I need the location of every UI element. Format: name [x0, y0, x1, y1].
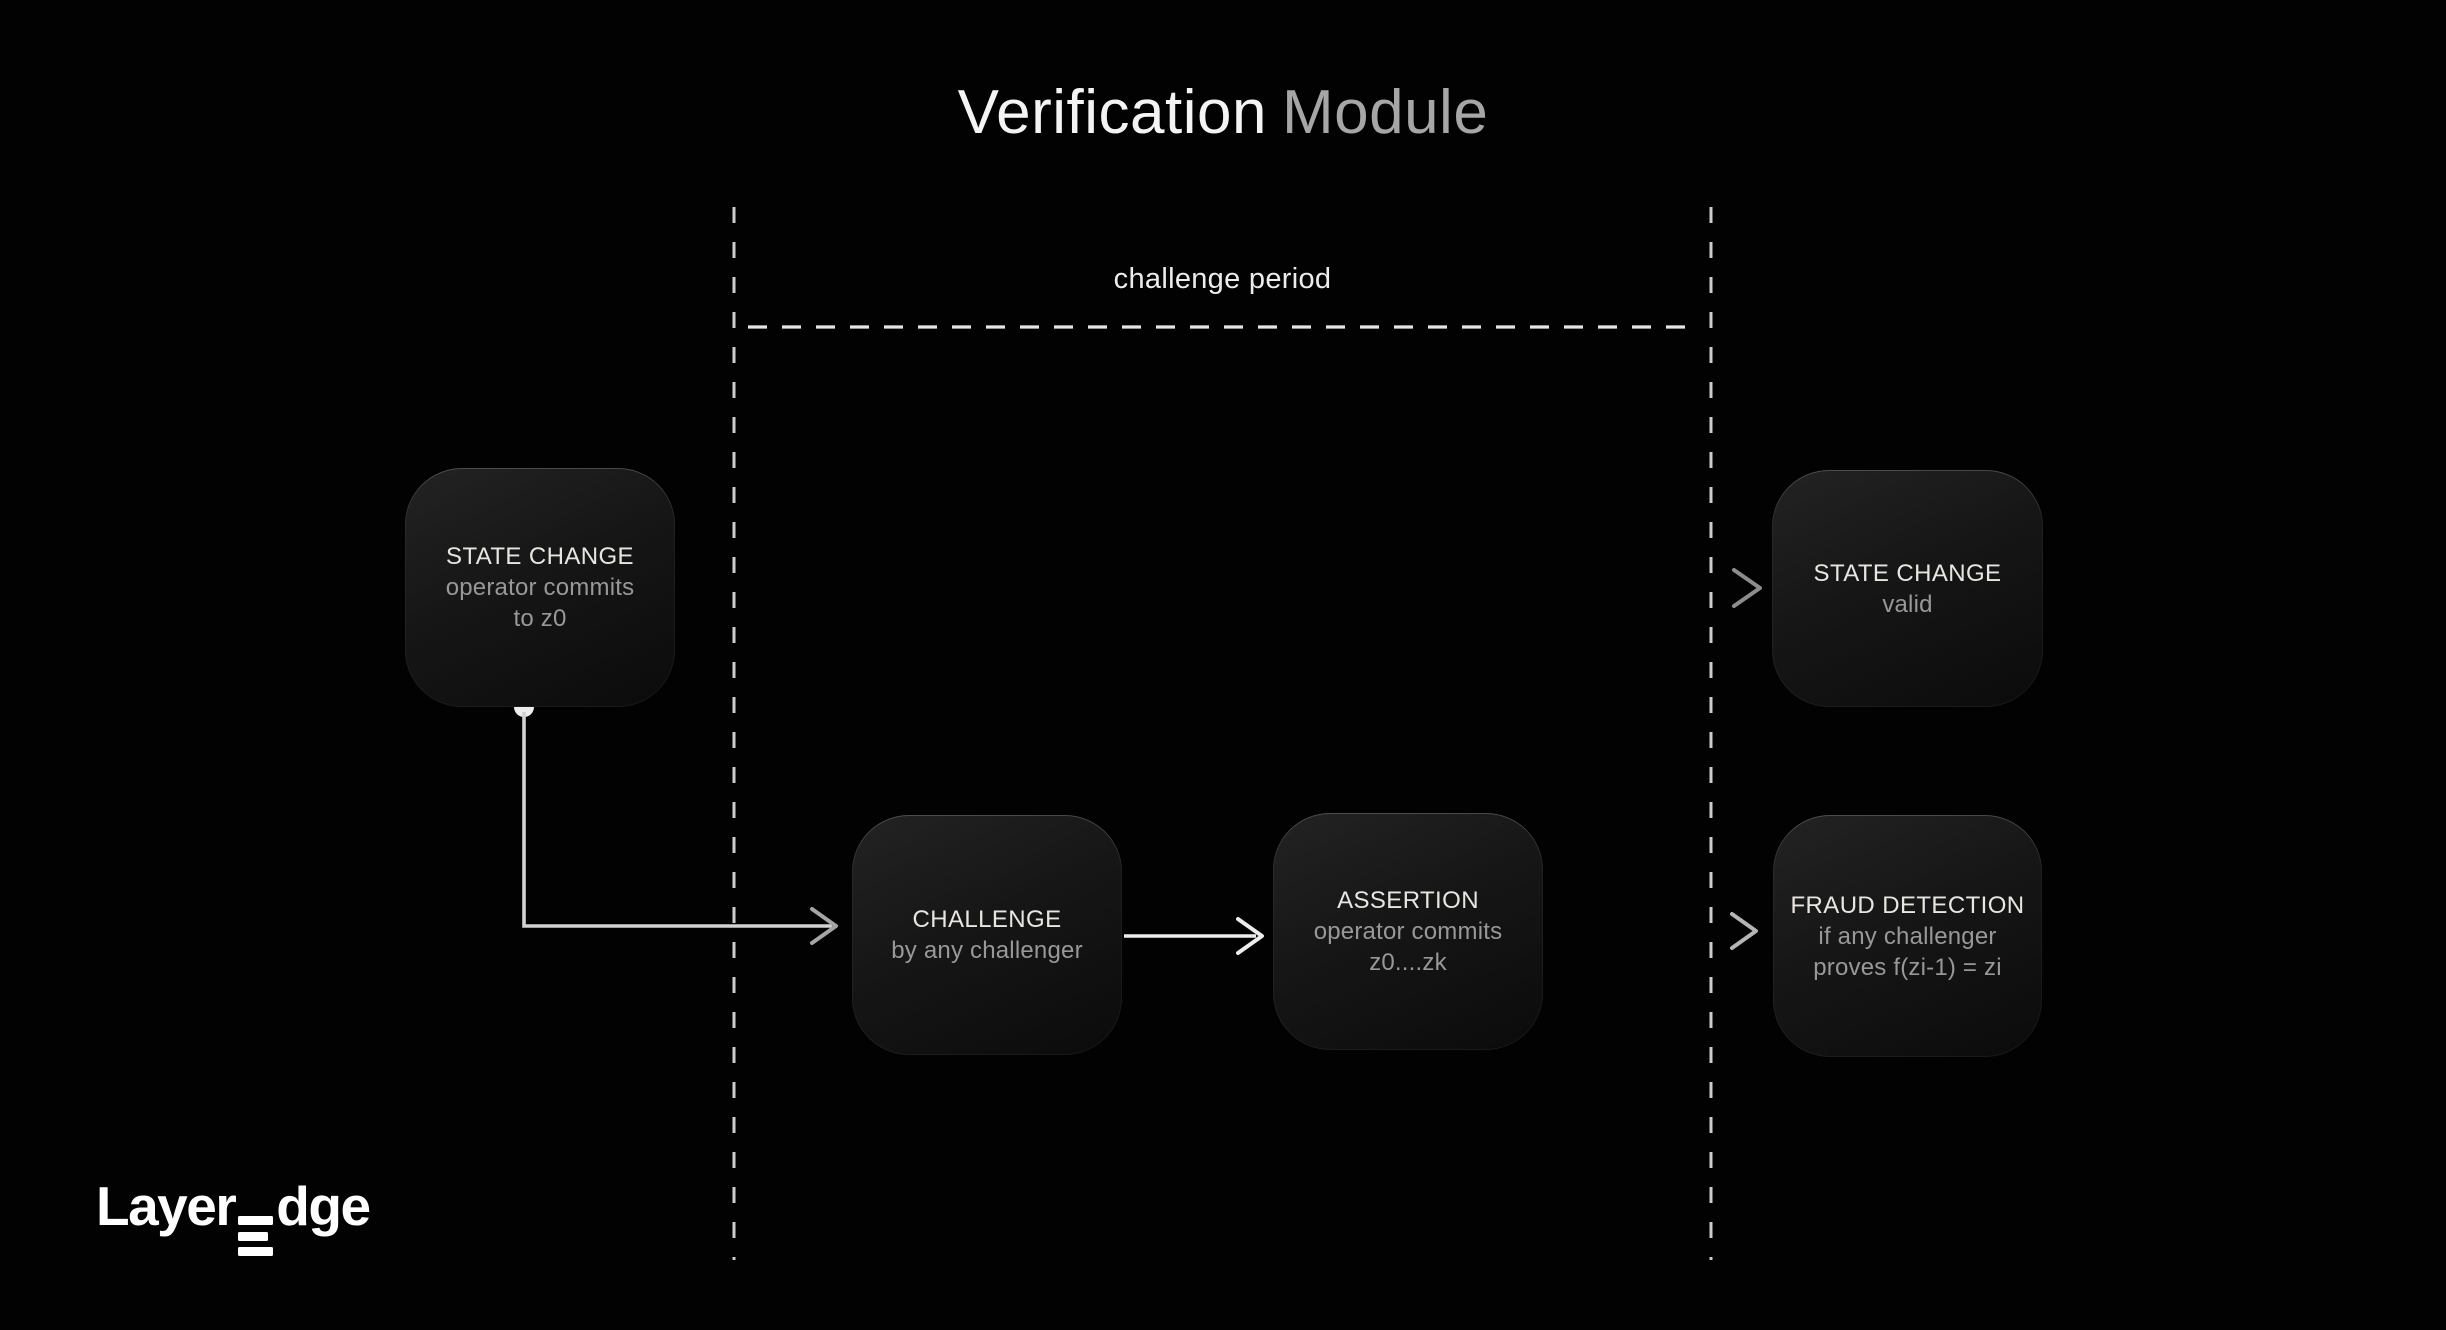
- node-subtitle: by any challenger: [891, 937, 1083, 964]
- node-title: STATE CHANGE: [1813, 559, 2002, 587]
- layeredge-logo: Layer dge: [96, 1175, 371, 1256]
- node-state-change-commit: STATE CHANGE operator commits to z0: [405, 468, 675, 707]
- logo-text-prefix: Layer: [96, 1175, 237, 1237]
- page-title-primary: Verification: [957, 78, 1267, 147]
- node-title: FRAUD DETECTION: [1790, 891, 2025, 919]
- node-subtitle: proves f(zi-1) = zi: [1813, 953, 2002, 981]
- node-subtitle: valid: [1882, 590, 1933, 618]
- node-state-change-valid: STATE CHANGE valid: [1772, 470, 2043, 707]
- node-subtitle: operator commits: [445, 574, 635, 601]
- arrow-state-to-valid: [670, 568, 1762, 608]
- connector-state-to-challenge: [514, 697, 838, 945]
- node-challenge: CHALLENGE by any challenger: [852, 815, 1122, 1055]
- page-title-secondary: Module: [1281, 78, 1489, 147]
- node-title: ASSERTION: [1337, 887, 1479, 914]
- arrow-assertion-to-fraud: [1545, 912, 1758, 950]
- node-subtitle: if any challenger: [1818, 922, 1997, 950]
- node-subtitle: z0....zk: [1369, 949, 1447, 976]
- logo-e-glyph-icon: [238, 1216, 274, 1256]
- challenge-period-label: challenge period: [1113, 263, 1332, 295]
- node-subtitle: operator commits: [1313, 918, 1503, 945]
- node-title: STATE CHANGE: [446, 543, 634, 570]
- node-fraud-detection: FRAUD DETECTION if any challenger proves…: [1773, 815, 2042, 1057]
- logo-text-suffix: dge: [276, 1175, 371, 1237]
- arrow-challenge-to-assertion: [1124, 917, 1264, 955]
- node-title: CHALLENGE: [912, 906, 1062, 933]
- node-assertion: ASSERTION operator commits z0....zk: [1273, 813, 1543, 1050]
- node-subtitle: to z0: [513, 605, 567, 632]
